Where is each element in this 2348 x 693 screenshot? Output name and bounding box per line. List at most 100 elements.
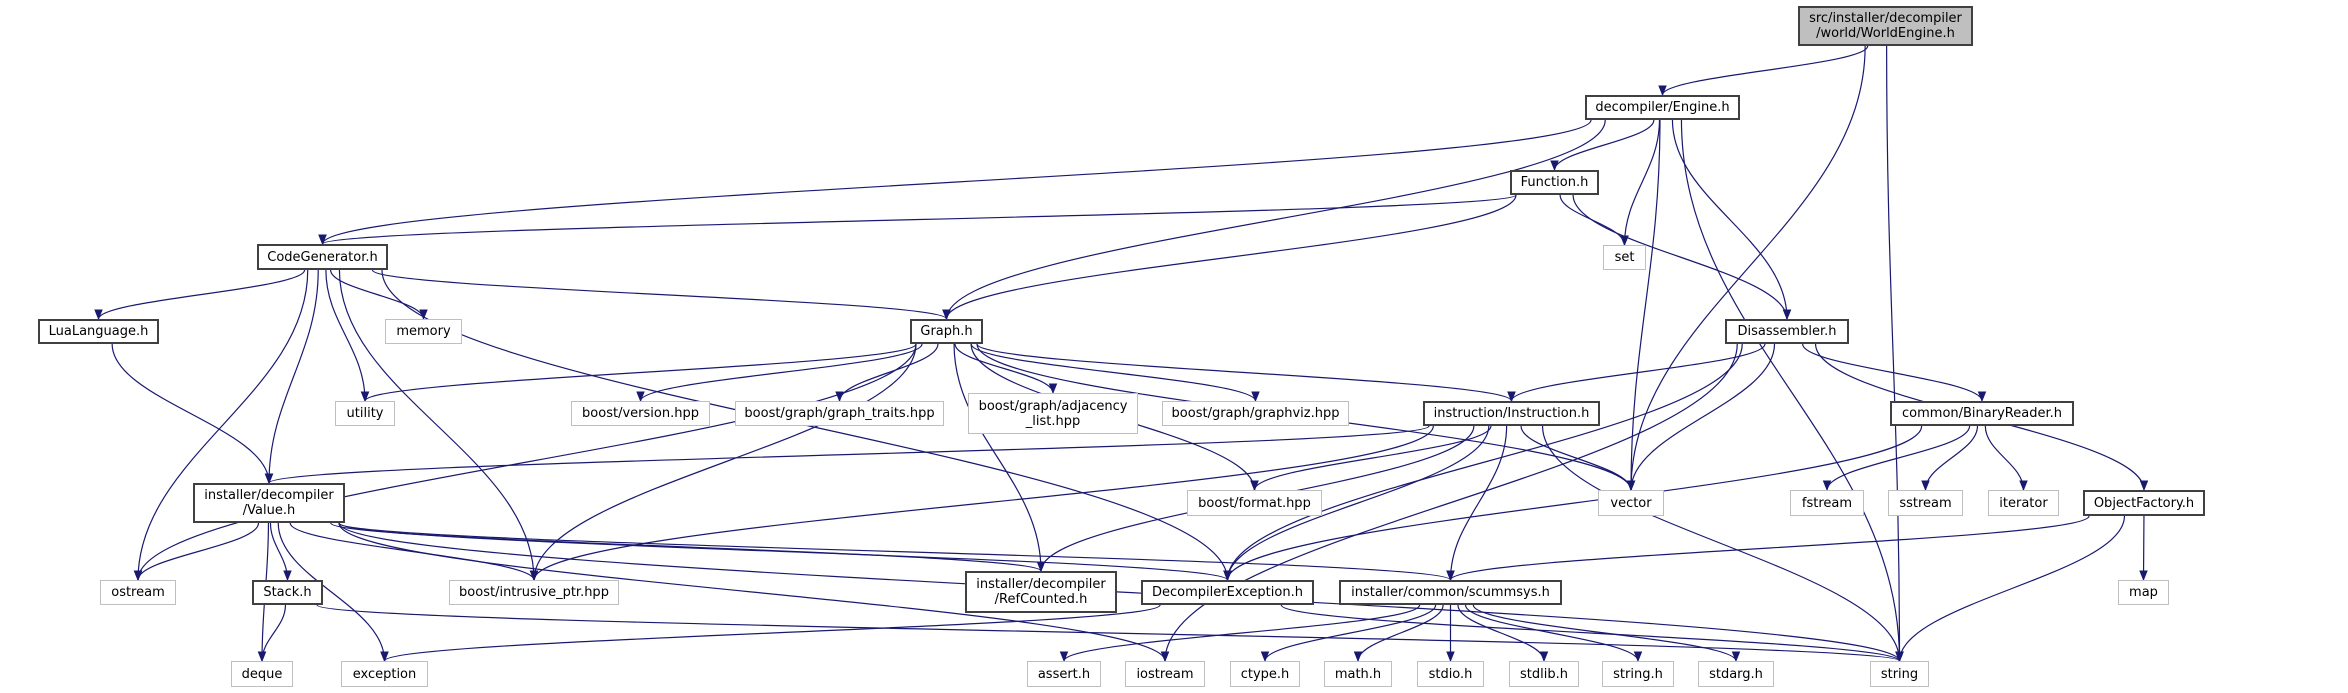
edge-scummsys-to-ctypeh (1260, 604, 1437, 663)
graph-node-stdargh[interactable]: stdarg.h (1698, 661, 1774, 687)
edge-graph-to-ostream (133, 343, 917, 582)
edge-disasm-to-instr (1507, 343, 1766, 403)
graph-node-label: iterator (1999, 495, 2048, 511)
graph-node-label: Graph.h (920, 324, 973, 339)
graph-node-label: /Value.h (242, 503, 296, 518)
graph-node-label: vector (1610, 495, 1652, 511)
edge-graph-to-utility (360, 343, 917, 403)
graph-node-root: src/installer/decompiler/world/WorldEngi… (1798, 6, 1973, 46)
edge-engine-to-codegen (318, 119, 1592, 246)
edge-engine-to-disasm (1671, 119, 1792, 321)
edge-scummsys-to-stdlibh (1457, 604, 1549, 663)
graph-node-memory[interactable]: memory (385, 319, 462, 344)
edge-value-to-string (338, 522, 1904, 663)
graph-node-binreader[interactable]: common/BinaryReader.h (1890, 401, 2074, 426)
edge-lualang-to-value (111, 343, 274, 485)
edge-codegen-to-value (264, 269, 319, 485)
graph-node-label: decompiler/Engine.h (1595, 100, 1730, 115)
graph-node-label: installer/decompiler (204, 488, 334, 503)
graph-node-iostream[interactable]: iostream (1125, 661, 1205, 687)
edge-instr-to-intrusive (529, 425, 1434, 582)
edge-graph-to-bversion (636, 343, 923, 403)
graph-node-decexc[interactable]: DecompilerException.h (1141, 580, 1314, 605)
edge-value-to-decexc (338, 522, 1232, 582)
edge-graph-to-graphviz (970, 343, 1260, 403)
graph-node-deque[interactable]: deque (231, 661, 293, 687)
graph-node-map[interactable]: map (2118, 580, 2169, 605)
edge-value-to-scummsys (338, 522, 1455, 582)
edge-instr-to-decexc (1223, 425, 1490, 582)
edge-binreader-to-fstream (1822, 425, 1971, 492)
edge-disasm-to-vector (1626, 343, 1776, 492)
edge-scummsys-to-mathh (1353, 604, 1444, 663)
graph-node-gtraits[interactable]: boost/graph/graph_traits.hpp (735, 401, 944, 426)
edge-engine-to-function (1550, 119, 1655, 172)
graph-node-label: /world/WorldEngine.h (1816, 26, 1955, 41)
graph-node-label: ObjectFactory.h (2093, 495, 2195, 511)
graph-node-ostream[interactable]: ostream (100, 580, 176, 605)
graph-node-bformat[interactable]: boost/format.hpp (1187, 490, 1322, 516)
graph-node-exception[interactable]: exception (341, 661, 428, 687)
graph-node-refcounted[interactable]: installer/decompiler/RefCounted.h (965, 571, 1117, 613)
edge-decexc-to-string (1280, 604, 1904, 663)
graph-node-label: boost/format.hpp (1198, 495, 1311, 511)
edge-instr-to-vector (1520, 425, 1636, 492)
edge-engine-to-string (1680, 119, 1904, 663)
graph-node-label: boost/graph/graph_traits.hpp (744, 406, 935, 421)
graph-node-codegen[interactable]: CodeGenerator.h (257, 244, 388, 270)
edge-scummsys-to-asserth (1059, 604, 1421, 663)
graph-node-instr[interactable]: instruction/Instruction.h (1423, 401, 1600, 426)
graph-node-string[interactable]: string (1870, 661, 1929, 687)
edge-engine-to-set (1620, 119, 1661, 247)
graph-node-label: Stack.h (263, 585, 312, 600)
graph-node-label: instruction/Instruction.h (1433, 406, 1590, 421)
graph-node-set[interactable]: set (1603, 245, 1646, 270)
graph-node-bversion[interactable]: boost/version.hpp (571, 401, 710, 426)
graph-node-label: installer/decompiler (976, 577, 1106, 592)
graph-node-utility[interactable]: utility (335, 401, 395, 426)
graph-node-engine[interactable]: decompiler/Engine.h (1585, 95, 1740, 120)
graph-node-label: DecompilerException.h (1152, 585, 1303, 600)
graph-node-value[interactable]: installer/decompiler/Value.h (193, 483, 345, 523)
graph-node-graphviz[interactable]: boost/graph/graphviz.hpp (1162, 401, 1349, 426)
graph-node-iterator[interactable]: iterator (1988, 490, 2059, 516)
graph-node-intrusive[interactable]: boost/intrusive_ptr.hpp (449, 580, 619, 605)
graph-node-adjlist[interactable]: boost/graph/adjacency_list.hpp (968, 393, 1138, 434)
graph-node-label: _list.hpp (1025, 413, 1081, 429)
edge-instr-to-value (265, 425, 1430, 485)
graph-node-function[interactable]: Function.h (1510, 170, 1599, 195)
edge-root-to-vector (1626, 45, 1866, 492)
edge-graph-to-intrusive (529, 343, 917, 582)
edge-codegen-to-lualang (94, 269, 306, 321)
edge-engine-to-vector (1626, 119, 1661, 492)
graph-node-ctypeh[interactable]: ctype.h (1230, 661, 1300, 687)
graph-node-label: /RefCounted.h (994, 592, 1088, 607)
edge-codegen-to-ostream (133, 269, 309, 582)
edge-value-to-refcounted (330, 522, 1045, 573)
edge-disasm-to-decexc (1223, 343, 1743, 582)
graph-node-scummsys[interactable]: installer/common/scummsys.h (1339, 580, 1562, 605)
edge-scummsys-to-stdargh (1472, 604, 1741, 663)
graph-node-fstream[interactable]: fstream (1790, 490, 1864, 516)
graph-node-graph[interactable]: Graph.h (910, 319, 983, 344)
graph-node-lualang[interactable]: LuaLanguage.h (38, 319, 159, 344)
graph-node-label: stdarg.h (1709, 666, 1763, 682)
graph-node-label: boost/intrusive_ptr.hpp (459, 585, 609, 600)
graph-node-mathh[interactable]: math.h (1324, 661, 1392, 687)
graph-node-label: stdlib.h (1520, 666, 1568, 682)
edge-graph-to-instr (976, 343, 1516, 403)
graph-node-disasm[interactable]: Disassembler.h (1725, 319, 1849, 344)
graph-node-asserth[interactable]: assert.h (1027, 661, 1101, 687)
graph-node-objfactory[interactable]: ObjectFactory.h (2083, 490, 2205, 516)
edge-objfactory-to-scummsys (1446, 515, 2090, 582)
graph-node-sstream[interactable]: sstream (1888, 490, 1963, 516)
graph-node-label: assert.h (1037, 666, 1091, 682)
graph-node-label: ostream (111, 585, 165, 600)
graph-node-label: sstream (1899, 495, 1952, 511)
graph-node-stack[interactable]: Stack.h (252, 580, 323, 605)
graph-node-stringh[interactable]: string.h (1602, 661, 1674, 687)
graph-node-stdlibh[interactable]: stdlib.h (1509, 661, 1579, 687)
graph-node-stdioh[interactable]: stdio.h (1417, 661, 1484, 687)
graph-node-vector[interactable]: vector (1598, 490, 1664, 516)
edge-disasm-to-iostream (1160, 343, 1738, 663)
